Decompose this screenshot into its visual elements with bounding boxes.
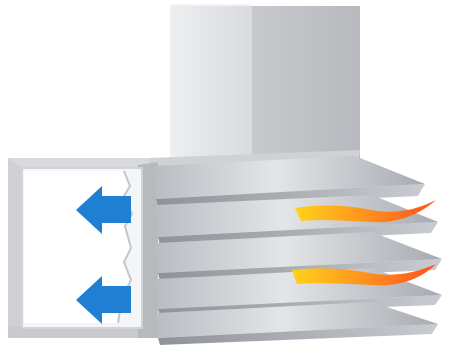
duct-top-edge	[170, 4, 252, 6]
top-duct	[170, 4, 360, 170]
duct-side-face	[252, 6, 360, 168]
duct-front-face	[170, 6, 252, 170]
louver-stack	[154, 156, 442, 345]
